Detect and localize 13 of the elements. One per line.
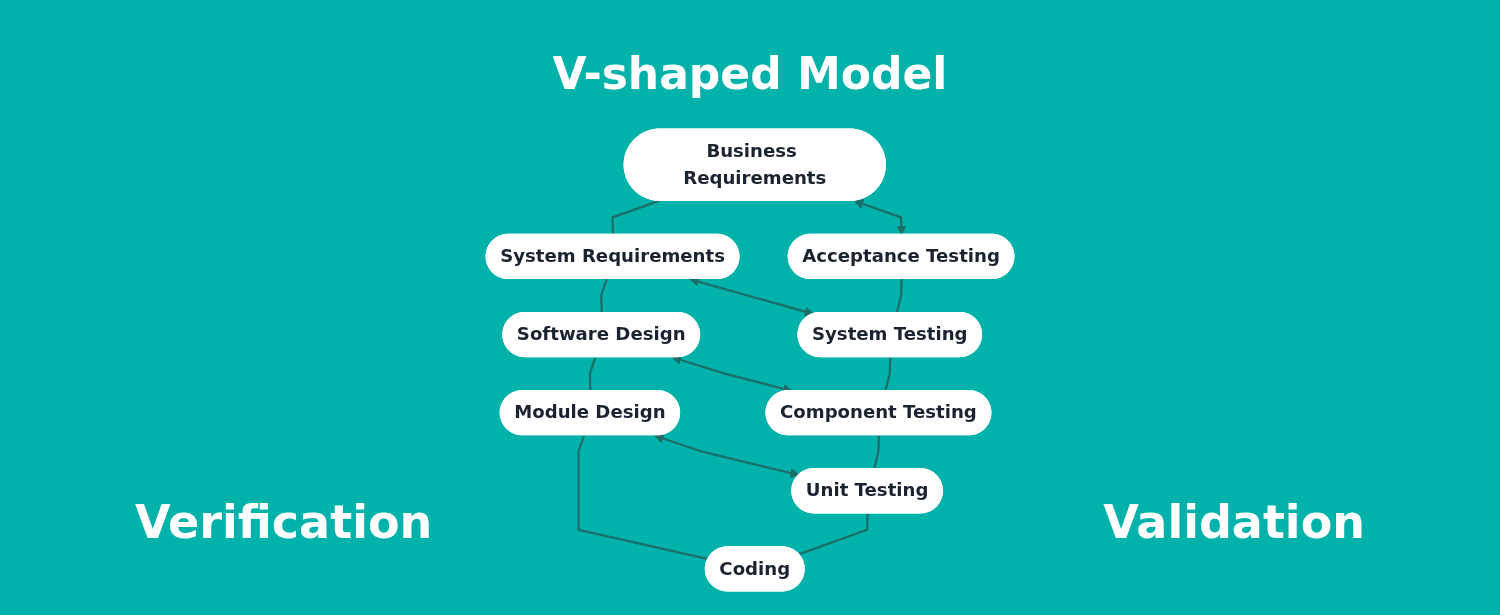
- arrow: [653, 433, 800, 478]
- phase-label: Validation: [1103, 495, 1365, 549]
- connector: [884, 357, 892, 392]
- arrow: [853, 199, 907, 236]
- phase-label: Verification: [135, 495, 433, 549]
- connector: [872, 435, 881, 470]
- connector: [600, 278, 608, 314]
- diagram-title: V-shaped Model: [552, 48, 948, 99]
- connector: [577, 434, 709, 561]
- connector: [895, 279, 903, 314]
- connector: [611, 199, 660, 235]
- connector: [588, 356, 597, 392]
- connector: [798, 513, 869, 556]
